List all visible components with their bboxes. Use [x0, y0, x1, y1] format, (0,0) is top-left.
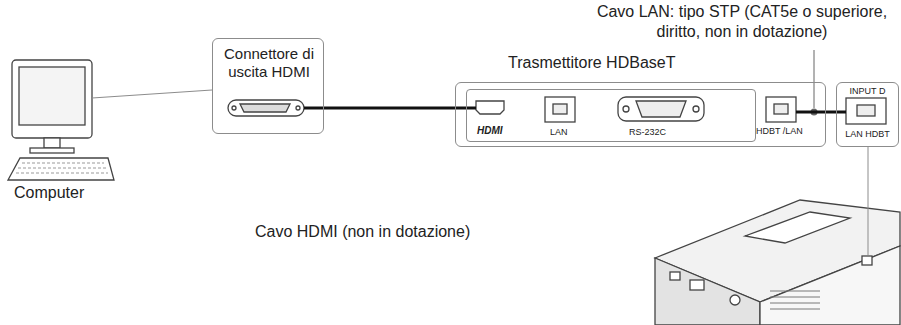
device-name: Computer [14, 183, 84, 203]
device-title: Trasmettitore HDBaseT [508, 53, 675, 72]
input-callout: INPUT D LAN HDBT [836, 82, 899, 147]
port-panel: HDMI LAN RS-232C [466, 89, 756, 142]
port-label: INPUT D [837, 86, 898, 97]
hdmi-output-port [228, 100, 304, 116]
projector-lan-port [846, 98, 886, 124]
cable-stub [466, 107, 476, 110]
cable-leader [814, 50, 815, 108]
cable-stub [304, 107, 324, 110]
port-label: HDBT /LAN [756, 126, 803, 137]
projector-icon [655, 200, 900, 325]
computer-icon [8, 60, 114, 180]
cable-label: Cavo LAN: tipo STP (CAT5e o superiore, d… [588, 2, 896, 42]
port-label: LAN HDBT [837, 129, 898, 140]
port-label: RS-232C [629, 127, 666, 138]
device-box: Trasmettitore HDBaseTHDBT /LANHDMILANRS-… [455, 82, 826, 147]
cable-stub [836, 111, 846, 114]
cable-stub [796, 111, 826, 114]
zoom-leader [92, 90, 212, 98]
port-label: LAN [550, 127, 568, 138]
transmitter-ports [476, 97, 796, 122]
cable-line [826, 111, 836, 114]
cable-label: Cavo HDMI (non in dotazione) [255, 222, 470, 242]
port-label: HDMI [477, 125, 503, 137]
device-box: Connettore di uscita HDMI [212, 38, 324, 134]
cable-line [324, 107, 466, 110]
zoom-leader [868, 147, 869, 255]
box-label: Connettore di uscita HDMI [219, 45, 319, 81]
